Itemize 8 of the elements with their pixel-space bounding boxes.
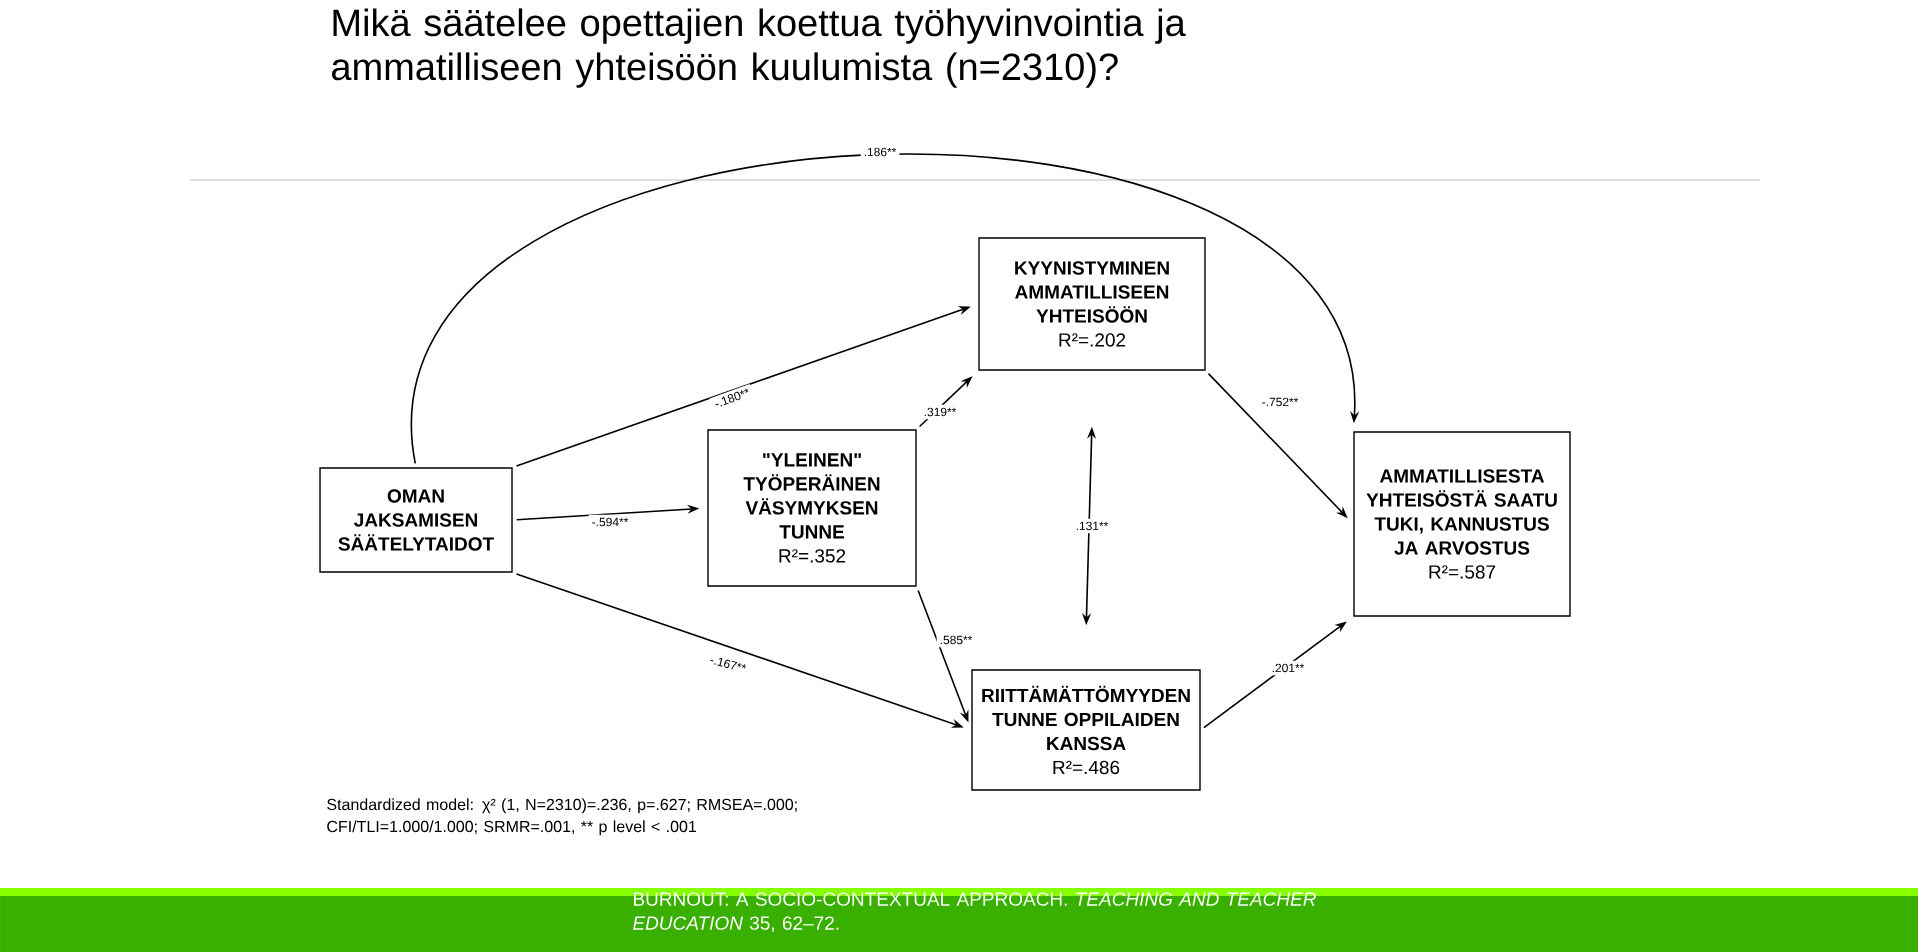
construct-box: OMAN JAKSAMISEN SÄÄTELYTAIDOT xyxy=(319,467,513,573)
construct-box: AMMATILLISESTA YHTEISÖSTÄ SAATU TUKI, KANNUSTUS JA ARVOSTUS R²=.587 xyxy=(1353,431,1571,617)
construct-box: RIITTÄMÄTTÖMYYDEN TUNNE OPPILAIDEN KANSSA R²=.486 xyxy=(971,669,1201,791)
title: Mikä säätelee opettajien koettua työhyvinvointia ja ammatilliseen yhteisöön kuulumista (n=2310)? xyxy=(332,8,1186,88)
construct-box: KYYNISTYMINEN AMMATILLISEEN YHTEISÖÖN R²=.202 xyxy=(978,237,1206,371)
model-fit-note: Standardized model: χ² (1, N=2310)=.236, p=.627; RMSEA=.000; CFI/TLI=1.000/1.000; SRMR=.001, ** p level < .001 xyxy=(327,798,797,836)
construct-box: "YLEINEN" TYÖPERÄINEN VÄSYMYKSEN TUNNE R²=.352 xyxy=(707,429,917,587)
citation-text: BURNOUT: A SOCIO-CONTEXTUAL APPROACH. TEACHING AND TEACHER EDUCATION 35, 62–72. xyxy=(633,892,1316,933)
